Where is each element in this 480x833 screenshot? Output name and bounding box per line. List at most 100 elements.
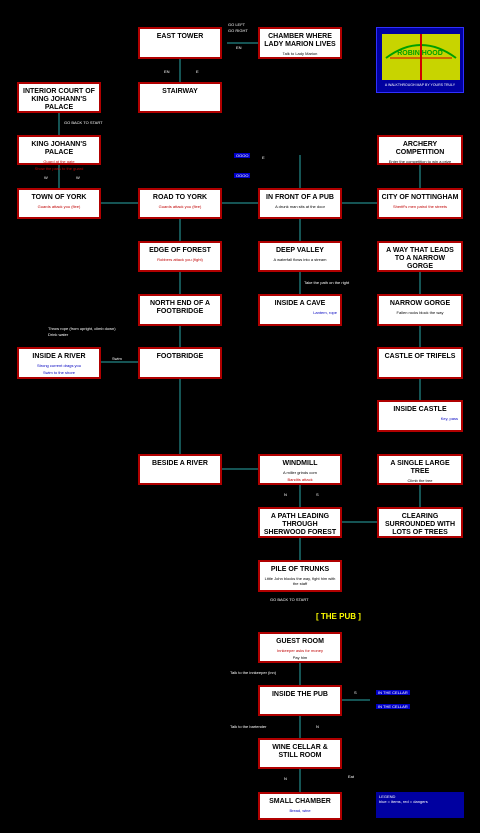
tag-marker: IN THE CELLAR (376, 690, 410, 695)
room-note-2: Show the pass to the guard (34, 166, 84, 171)
direction-label: Talk to the innkeeper (inn) (230, 670, 277, 675)
room-small-chamber: SMALL CHAMBER Bread, wine (258, 792, 342, 820)
direction-label: GO LEFT (228, 22, 246, 27)
room-beside-river: BESIDE A RIVER (138, 454, 222, 485)
room-title: ROAD TO YORK (152, 194, 208, 201)
room-title: WINE CELLAR & STILL ROOM (272, 744, 328, 759)
room-note: Innkeeper asks for money (276, 648, 324, 653)
direction-label: E (262, 155, 265, 160)
room-note: Guards attack you (flee) (158, 204, 202, 209)
room-large-tree: A SINGLE LARGE TREE Climb the tree (377, 454, 463, 485)
room-note: A drunk man sits at the door (275, 204, 325, 209)
room-nottingham: CITY OF NOTTINGHAM Sheriff's men patrol … (377, 188, 463, 219)
room-clearing: CLEARING SURROUNDED WITH LOTS OF TREES (377, 507, 463, 538)
tag-marker: IN THE CELLAR (376, 704, 410, 709)
room-castle-trifels: CASTLE OF TRIFELS (377, 347, 463, 379)
direction-label: E (196, 69, 199, 74)
room-title: A SINGLE LARGE TREE (390, 460, 450, 475)
direction-label: Eat (348, 774, 355, 779)
room-pile-of-trunks: PILE OF TRUNKS Little John blocks the wa… (258, 560, 342, 592)
room-title: SMALL CHAMBER (269, 798, 331, 805)
direction-label: Down (284, 656, 295, 661)
room-north-footbridge: NORTH END OF A FOOTBRIDGE (138, 294, 222, 326)
tag-marker: OOOO (234, 173, 251, 178)
room-note: Key, pass (440, 416, 458, 421)
legend-panel: LEGEND blue = items, red = dangers (376, 792, 464, 818)
direction-label: N (284, 776, 287, 781)
room-title: DEEP VALLEY (276, 247, 324, 254)
room-note: A miller grinds corn (282, 470, 317, 475)
room-note: Guards attack you (flee) (37, 204, 81, 209)
direction-label: EN (164, 69, 170, 74)
direction-label: EN (236, 45, 242, 50)
room-note: Enter the competition to win a prize (388, 159, 452, 164)
room-marion-chamber: CHAMBER WHERE LADY MARION LIVES Talk to … (258, 27, 342, 59)
room-narrow-gorge: NARROW GORGE Fallen rocks block the way (377, 294, 463, 326)
direction-label: Talk to the bartender (230, 724, 267, 729)
room-title: CASTLE OF TRIFELS (384, 353, 456, 360)
room-road-to-york: ROAD TO YORK Guards attack you (flee) (138, 188, 222, 219)
direction-label: Use key to open door (262, 48, 301, 53)
bow-emblem-icon (382, 34, 460, 80)
direction-label: W (76, 175, 80, 180)
direction-label: Throw rope (from upright, climb down) (48, 326, 116, 331)
room-inside-river: INSIDE A RIVER Strong current drags you … (17, 347, 101, 379)
direction-label: N (316, 724, 319, 729)
room-windmill: WINDMILL A miller grinds corn Bandits at… (258, 454, 342, 485)
room-note: Robbers attack you (fight) (157, 257, 203, 262)
direction-label: GO BACK TO START (270, 597, 309, 602)
direction-label: S (354, 690, 357, 695)
room-wine-cellar: WINE CELLAR & STILL ROOM (258, 738, 342, 769)
logo-panel: ROBIN HOOD A WALKTHROUGH MAP BY YOURS TR… (376, 27, 464, 93)
room-title: CHAMBER WHERE LADY MARION LIVES (264, 33, 336, 48)
room-interior-court: INTERIOR COURT OF KING JOHANN'S PALACE (17, 82, 101, 113)
room-title: TOWN OF YORK (31, 194, 87, 201)
room-title: INSIDE A CAVE (274, 300, 326, 307)
tag-marker: OOOO (234, 153, 251, 158)
room-title: PILE OF TRUNKS (270, 566, 330, 573)
room-title: INTERIOR COURT OF KING JOHANN'S PALACE (23, 88, 95, 111)
room-title: A PATH LEADING THROUGH SHERWOOD FOREST (263, 513, 337, 536)
room-title: INSIDE THE PUB (271, 691, 328, 698)
logo-caption: A WALKTHROUGH MAP BY YOURS TRULY (384, 83, 456, 87)
direction-label: Take the path on the right (304, 280, 350, 285)
room-note-2: Pay him (292, 655, 308, 660)
room-title: INSIDE CASTLE (393, 406, 447, 413)
room-title: EAST TOWER (156, 33, 204, 40)
room-inside-pub: INSIDE THE PUB (258, 685, 342, 716)
room-note: Guard at the gate (43, 159, 75, 164)
direction-label: S (316, 492, 319, 497)
room-note: Bread, wine (289, 808, 311, 813)
room-title: NARROW GORGE (389, 300, 451, 307)
room-note: Little John blocks the way, fight him wi… (264, 576, 336, 586)
room-town-of-york: TOWN OF YORK Guards attack you (flee) (17, 188, 101, 219)
room-archery: ARCHERY COMPETITION Enter the competitio… (377, 135, 463, 165)
room-title: GUEST ROOM (276, 638, 324, 645)
room-footbridge: FOOTBRIDGE (138, 347, 222, 379)
room-title: CITY OF NOTTINGHAM (381, 194, 459, 201)
room-king-palace: KING JOHANN'S PALACE Guard at the gate S… (17, 135, 101, 171)
room-title: ARCHERY COMPETITION (395, 141, 445, 156)
room-note: Strong current drags you (36, 363, 82, 368)
direction-label: Drink water (48, 332, 69, 337)
direction-label: N (284, 492, 287, 497)
room-inside-castle: INSIDE CASTLE Key, pass (377, 400, 463, 432)
direction-label: Up (316, 656, 322, 661)
room-inside-cave: INSIDE A CAVE Lantern, rope (258, 294, 342, 326)
room-note: Fallen rocks block the way (396, 310, 444, 315)
room-edge-of-forest: EDGE OF FOREST Robbers attack you (fight… (138, 241, 222, 272)
room-sherwood-path: A PATH LEADING THROUGH SHERWOOD FOREST (258, 507, 342, 538)
room-title: IN FRONT OF A PUB (266, 194, 334, 201)
direction-label: GO RIGHT (228, 28, 248, 33)
room-note: Climb the tree (407, 478, 433, 483)
room-stairway: STAIRWAY (138, 82, 222, 113)
room-guest-room: GUEST ROOM Innkeeper asks for money Pay … (258, 632, 342, 663)
room-note-2: Bandits attack (287, 477, 313, 482)
room-way-to-gorge: A WAY THAT LEADS TO A NARROW GORGE (377, 241, 463, 272)
room-title: INSIDE A RIVER (32, 353, 86, 360)
room-title: WINDMILL (282, 460, 318, 467)
direction-label: W (44, 175, 48, 180)
room-title: NORTH END OF A FOOTBRIDGE (149, 300, 211, 315)
